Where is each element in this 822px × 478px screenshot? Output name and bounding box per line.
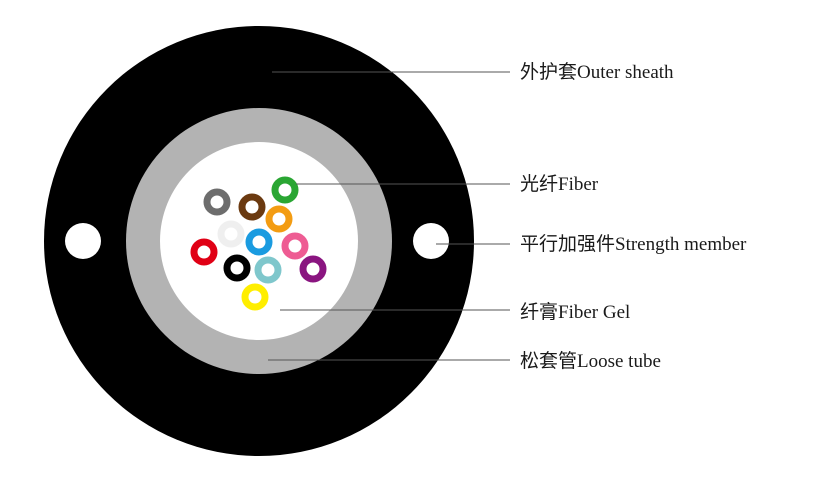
fiber-orange [265, 205, 293, 233]
label-outer-sheath: 外护套Outer sheath [520, 61, 674, 83]
fiber-black [223, 254, 251, 282]
label-fiber-gel: 纤膏Fiber Gel [520, 300, 630, 323]
label-strength-member: 平行加强件Strength member [520, 233, 747, 255]
fiber-violet [299, 255, 327, 283]
fiber-red [190, 238, 218, 266]
label-fiber: 光纤Fiber [520, 173, 599, 195]
fiber-brown [238, 193, 266, 221]
fiber-blue [245, 228, 273, 256]
fiber-white [217, 220, 245, 248]
fiber-bundle [190, 176, 327, 311]
fiber-green [271, 176, 299, 204]
label-loose-tube: 松套管Loose tube [520, 350, 661, 372]
fiber-aqua [254, 256, 282, 284]
fiber-yellow [241, 283, 269, 311]
fiber-gray [203, 188, 231, 216]
strength-member-right [413, 223, 449, 259]
fiber-pink [281, 232, 309, 260]
strength-member-left [65, 223, 101, 259]
